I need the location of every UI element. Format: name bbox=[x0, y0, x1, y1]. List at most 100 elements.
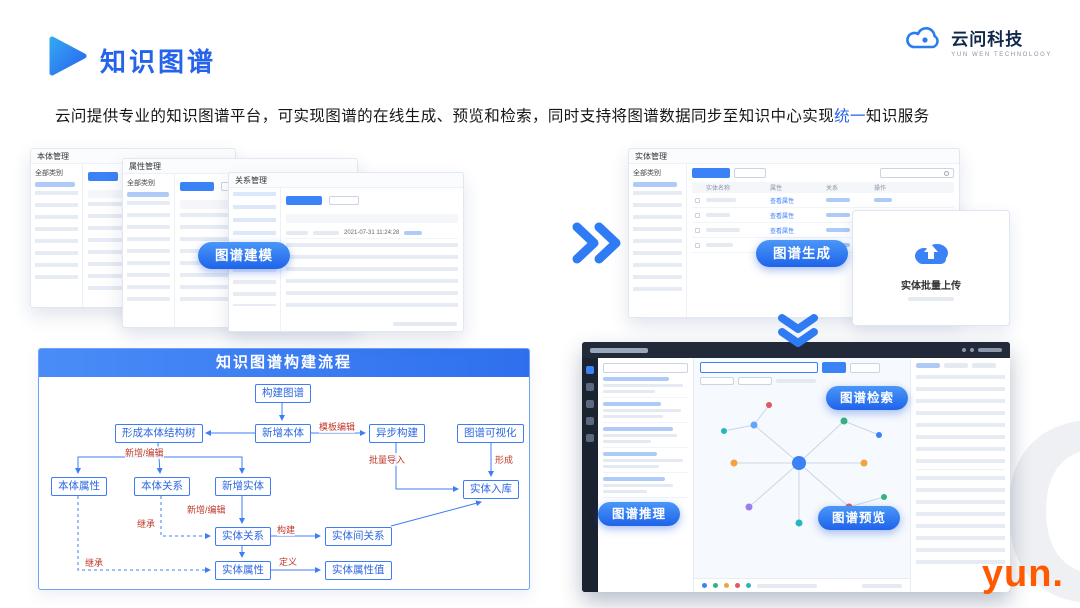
tab-placeholder[interactable] bbox=[916, 363, 940, 368]
subtitle-tail: 知识服务 bbox=[865, 108, 930, 125]
rail-icon-active[interactable] bbox=[586, 366, 594, 374]
col-attributes: 属性 bbox=[770, 186, 783, 192]
node-ontology-rel: 本体关系 bbox=[134, 477, 190, 496]
tab-placeholder[interactable] bbox=[972, 363, 996, 368]
pagination-placeholder[interactable] bbox=[393, 322, 457, 326]
rail-icon[interactable] bbox=[586, 400, 594, 408]
graph-search-input[interactable] bbox=[700, 362, 818, 373]
tab-inactive-mock[interactable] bbox=[329, 196, 360, 205]
action-link-placeholder[interactable] bbox=[404, 230, 423, 235]
tree-root-label[interactable]: 全部类别 bbox=[127, 180, 155, 187]
secondary-button-mock[interactable] bbox=[734, 168, 766, 178]
filter-select[interactable] bbox=[850, 362, 880, 373]
sidebar-tree[interactable]: 全部类别 bbox=[31, 164, 83, 307]
sidebar-tree[interactable]: 全部类别 bbox=[629, 164, 687, 317]
view-attributes-link[interactable]: 查看属性 bbox=[770, 198, 795, 205]
edge-label-inherit-2: 继承 bbox=[85, 556, 104, 569]
legend-dot bbox=[724, 583, 729, 588]
row-checkbox[interactable] bbox=[695, 197, 700, 203]
tree-selected-item[interactable] bbox=[35, 182, 75, 187]
watermark-letter: G bbox=[998, 382, 1080, 608]
table-rows-placeholder bbox=[286, 243, 458, 313]
graph-search-button[interactable] bbox=[822, 362, 846, 373]
panel-search-input[interactable] bbox=[603, 363, 688, 373]
node-async-build: 异步构建 bbox=[369, 424, 425, 443]
node-build-graph: 构建图谱 bbox=[255, 384, 311, 403]
action-link-placeholder[interactable] bbox=[874, 198, 892, 202]
tree-selected-item[interactable] bbox=[127, 192, 169, 197]
generate-button-mock[interactable] bbox=[692, 168, 730, 178]
rail-icon[interactable] bbox=[586, 417, 594, 425]
nav-icon[interactable] bbox=[962, 348, 966, 352]
platform-logo-placeholder bbox=[590, 347, 648, 353]
slide-subtitle: 云问提供专业的知识图谱平台，可实现图谱的在线生成、预览和检索，同时支持将图谱数据… bbox=[55, 104, 1055, 126]
table-header-placeholder bbox=[286, 214, 458, 223]
add-button-mock[interactable] bbox=[88, 172, 118, 181]
add-button-mock[interactable] bbox=[180, 182, 214, 191]
search-input-mock[interactable] bbox=[880, 168, 954, 178]
view-attributes-link[interactable]: 查看属性 bbox=[770, 228, 795, 235]
badge-graph-generation: 图谱生成 bbox=[756, 240, 848, 267]
right-panel-tabs bbox=[916, 363, 1005, 368]
node-add-entity: 新增实体 bbox=[215, 477, 271, 496]
node-entity-store: 实体入库 bbox=[463, 480, 519, 499]
filter-select[interactable] bbox=[700, 377, 734, 385]
tree-items-placeholder[interactable] bbox=[127, 201, 170, 305]
window-content: 2021-07-31 11:24:28 bbox=[281, 188, 463, 331]
title-bullet-icon bbox=[46, 36, 88, 81]
window-title: 实体管理 bbox=[629, 149, 959, 164]
chevron-right-icon bbox=[570, 222, 622, 269]
result-list-item[interactable] bbox=[603, 473, 688, 498]
result-list-item[interactable] bbox=[603, 448, 688, 473]
node-entity-prop-val: 实体属性值 bbox=[325, 561, 392, 580]
view-attributes-link[interactable]: 查看属性 bbox=[770, 213, 795, 220]
result-list-item[interactable] bbox=[603, 373, 688, 398]
result-list-item[interactable] bbox=[603, 423, 688, 448]
legend-dot bbox=[702, 583, 707, 588]
relation-link-placeholder[interactable] bbox=[826, 213, 850, 217]
sidebar-tree[interactable]: 全部类别 bbox=[123, 174, 175, 327]
tree-items-placeholder[interactable] bbox=[35, 191, 78, 283]
canvas-toolbar bbox=[694, 358, 910, 377]
tree-root-label[interactable]: 全部类别 bbox=[35, 170, 63, 177]
result-list-item[interactable] bbox=[603, 398, 688, 423]
legend-dot bbox=[713, 583, 718, 588]
relation-link-placeholder[interactable] bbox=[826, 228, 850, 232]
legend-dot bbox=[735, 583, 740, 588]
filter-select[interactable] bbox=[738, 377, 772, 385]
rail-icon[interactable] bbox=[586, 434, 594, 442]
row-checkbox[interactable] bbox=[695, 227, 700, 233]
window-title: 关系管理 bbox=[229, 173, 463, 188]
table-row: 2021-07-31 11:24:28 bbox=[286, 227, 458, 239]
knowledge-graph-visualization[interactable] bbox=[694, 385, 910, 553]
legend-text-placeholder bbox=[757, 583, 817, 588]
page-title: 知识图谱 bbox=[100, 47, 217, 77]
related-list-placeholder[interactable] bbox=[916, 375, 1005, 463]
upload-hint-placeholder bbox=[908, 297, 954, 301]
edge-label-construct: 构建 bbox=[277, 523, 296, 536]
col-relations: 关系 bbox=[826, 186, 839, 192]
divider bbox=[916, 469, 1005, 470]
entity-name-placeholder bbox=[706, 198, 736, 202]
tree-root-label[interactable]: 全部类别 bbox=[633, 170, 661, 177]
cell-placeholder bbox=[286, 230, 308, 235]
edge-label-add-edit-2: 新增/编辑 bbox=[187, 503, 226, 516]
tree-items-placeholder[interactable] bbox=[633, 191, 682, 299]
filter-label-placeholder bbox=[776, 379, 816, 383]
node-graph-visualize: 图谱可视化 bbox=[457, 424, 524, 443]
row-checkbox[interactable] bbox=[695, 212, 700, 218]
badge-graph-preview: 图谱预览 bbox=[818, 506, 901, 530]
batch-upload-card[interactable]: 实体批量上传 bbox=[852, 210, 1010, 326]
related-list-placeholder[interactable] bbox=[916, 476, 1005, 566]
relation-link-placeholder[interactable] bbox=[826, 198, 850, 202]
user-placeholder[interactable] bbox=[978, 348, 1002, 352]
nav-icon[interactable] bbox=[970, 348, 974, 352]
tab-active-mock[interactable] bbox=[286, 196, 322, 205]
rail-icon[interactable] bbox=[586, 383, 594, 391]
row-checkbox[interactable] bbox=[695, 242, 700, 248]
search-icon bbox=[944, 170, 949, 176]
platform-left-panel bbox=[598, 358, 694, 592]
tab-placeholder[interactable] bbox=[944, 363, 968, 368]
tree-selected-item[interactable] bbox=[633, 182, 677, 187]
